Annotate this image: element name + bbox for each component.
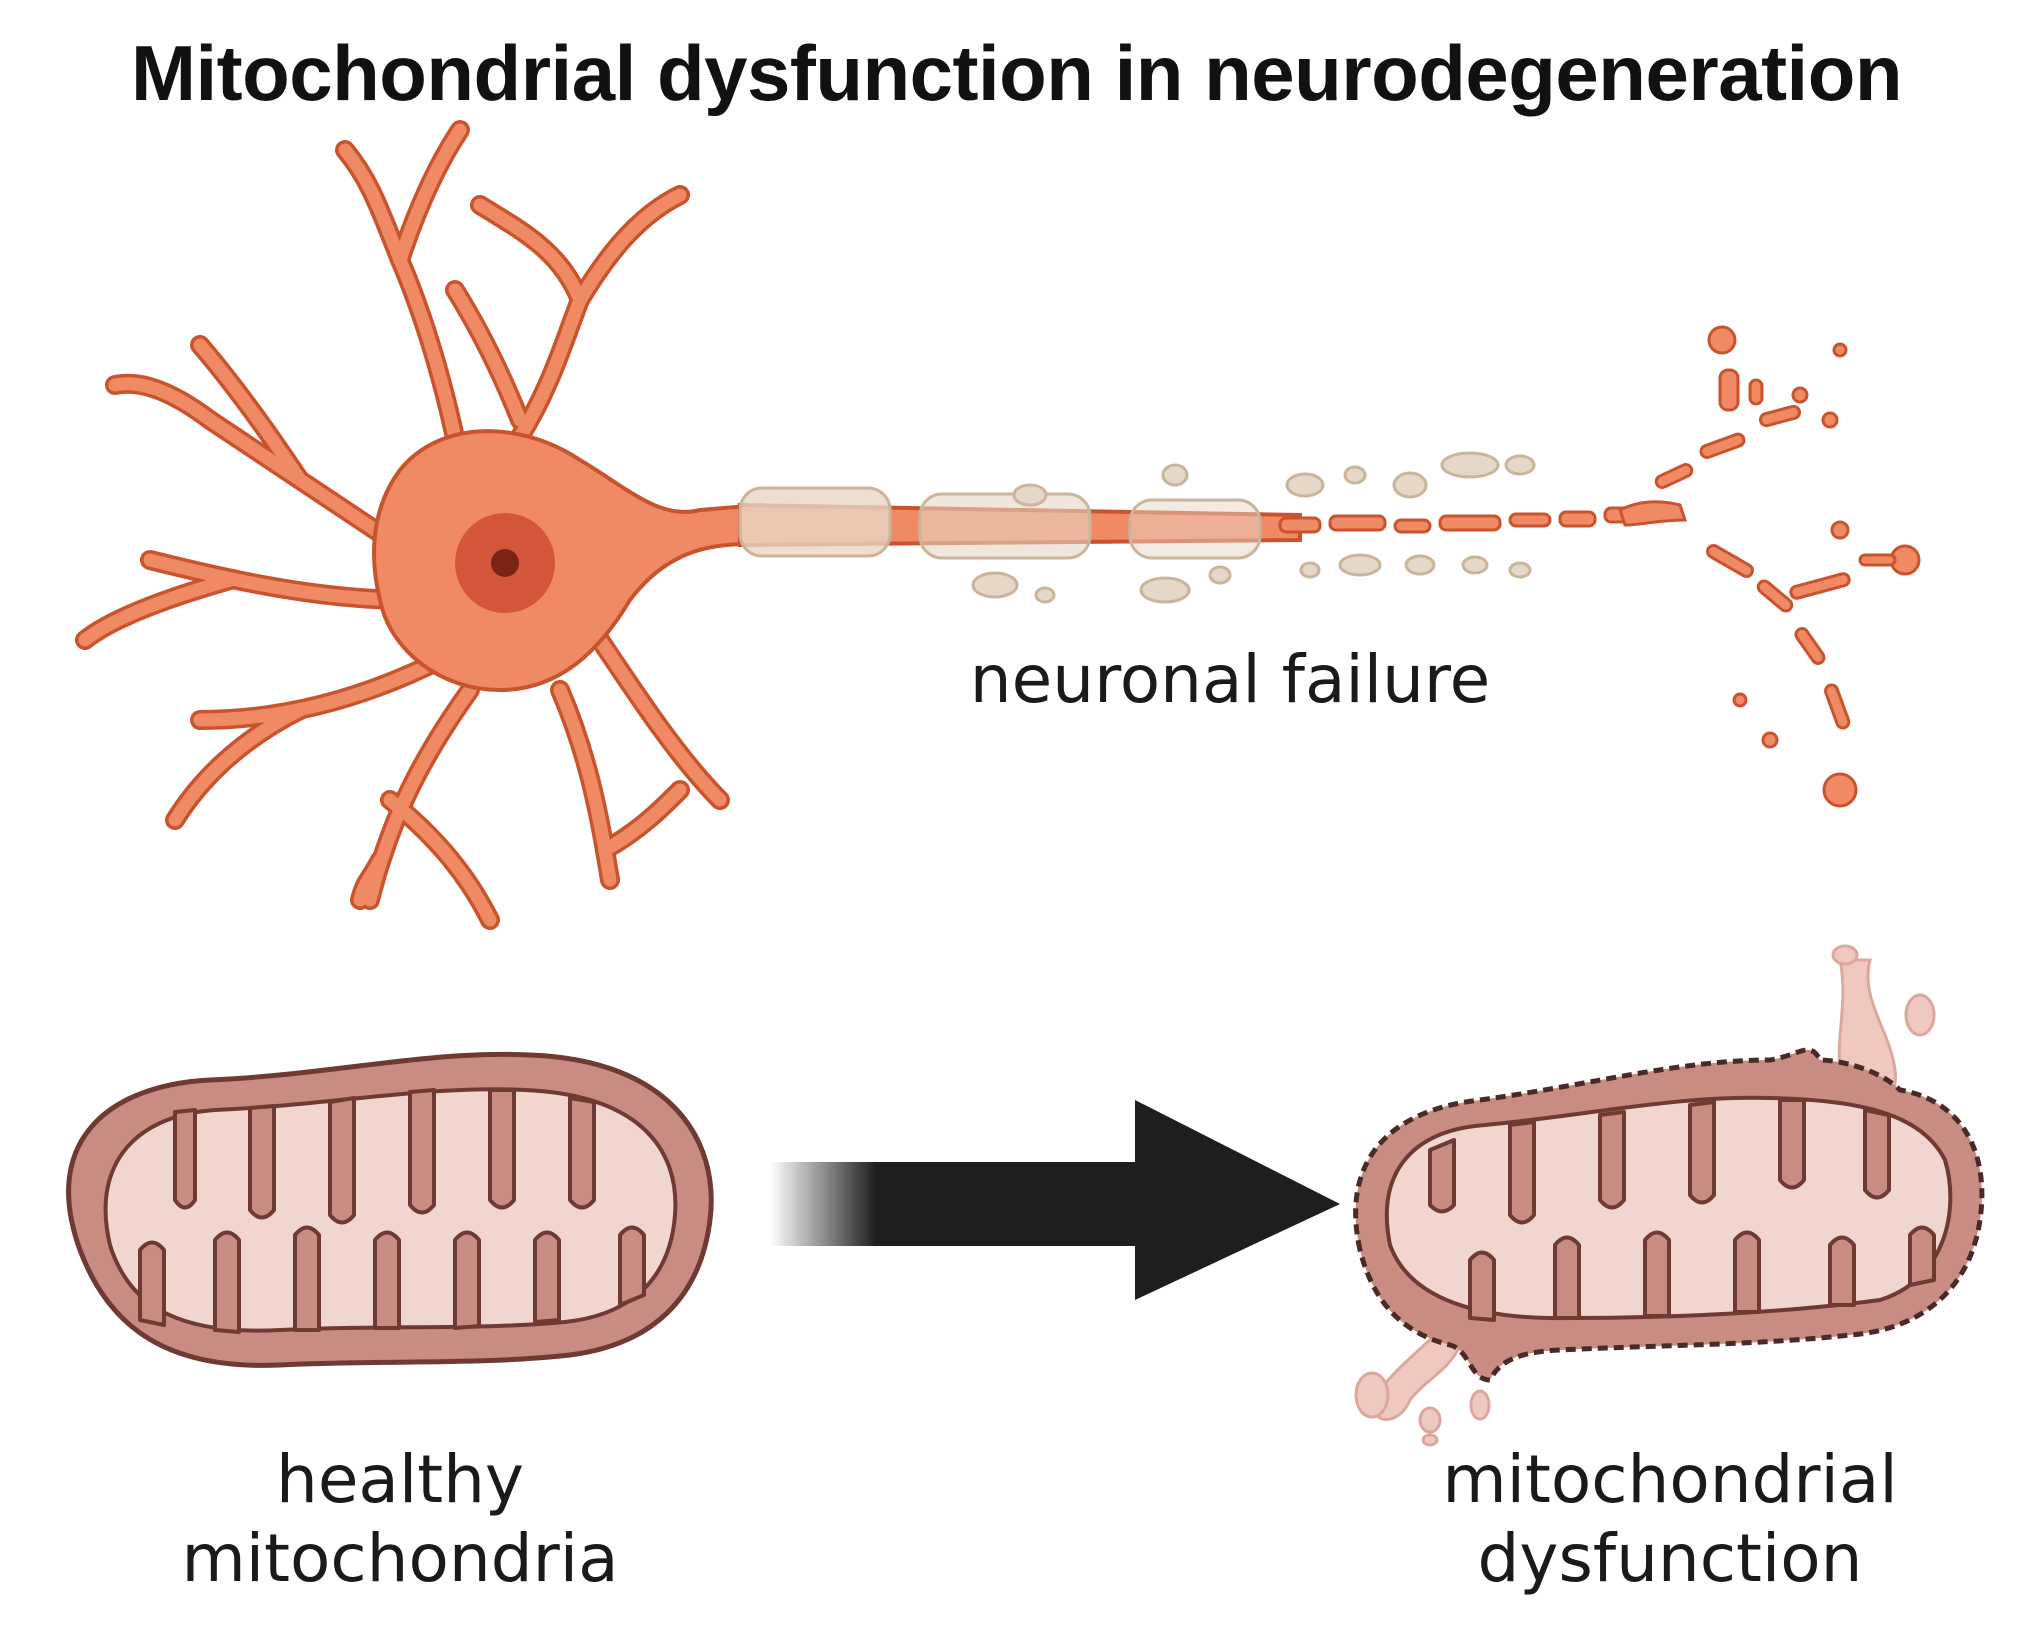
neuron [75, 120, 1921, 930]
nucleolus [491, 549, 519, 577]
damaged-cristae [1428, 1098, 1936, 1322]
myelin-debris [971, 451, 1536, 604]
fragmented-axon [1278, 325, 1921, 808]
cell-body [372, 429, 762, 693]
neuronal-failure-label: neuronal failure [880, 640, 1580, 719]
healthy-label-line2: mitochondria [181, 1520, 619, 1598]
healthy-label-line1: healthy [276, 1441, 524, 1518]
dysfunction-label-line1: mitochondrial [1442, 1441, 1898, 1518]
transition-arrow [770, 1100, 1340, 1300]
healthy-mitochondrion [66, 1051, 714, 1368]
myelin-sheaths [738, 486, 1262, 560]
dysfunctional-mitochondrion [1353, 944, 1985, 1447]
neuronal-failure-text: neuronal failure [969, 641, 1491, 718]
dysfunction-label-line2: dysfunction [1477, 1520, 1863, 1598]
healthy-mitochondria-label: healthy mitochondria [90, 1440, 710, 1598]
cristae [138, 1088, 646, 1334]
figure-title: Mitochondrial dysfunction in neurodegene… [130, 29, 1903, 117]
mitochondrial-dysfunction-label: mitochondrial dysfunction [1340, 1440, 2000, 1598]
